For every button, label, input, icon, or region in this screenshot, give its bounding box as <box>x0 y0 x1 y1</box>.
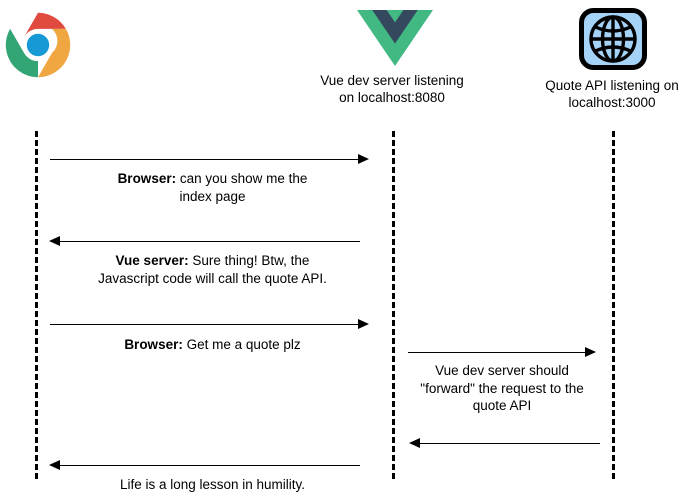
message-body-m1: can you show me the index page <box>179 171 308 204</box>
actor-label-vue-dev-server: Vue dev server listening on localhost:80… <box>320 73 464 105</box>
lifeline-vue-dev-server <box>392 131 395 479</box>
message-caption-m3: Browser: Get me a quote plz <box>55 336 370 354</box>
message-arrowhead-m1 <box>358 154 369 164</box>
message-sender-m1: Browser: <box>117 171 177 186</box>
message-arrowhead-m6 <box>49 460 60 470</box>
lifeline-quote-api <box>612 131 615 479</box>
message-caption-m4: Vue dev server should "forward" the requ… <box>420 363 584 413</box>
message-arrow-m4 <box>408 352 585 353</box>
message-caption-m6: Life is a long lesson in humility. <box>119 477 306 492</box>
message-arrowhead-m4 <box>585 347 596 357</box>
message-body-m2: Sure thing! Btw, the Javascript code wil… <box>98 253 327 286</box>
actor-label-quote-api: Quote API listening on localhost:3000 <box>545 78 679 110</box>
message-sender-m2: Vue server: <box>115 253 189 268</box>
lifeline-browser <box>35 131 38 479</box>
message-caption-m1: Browser: can you show me the index page <box>55 170 370 205</box>
vue-logo-icon <box>357 10 433 66</box>
message-arrowhead-m5 <box>409 438 420 448</box>
message-body-m3: Get me a quote plz <box>186 337 301 352</box>
message-caption-m2: Vue server: Sure thing! Btw, the Javascr… <box>40 252 385 287</box>
message-arrowhead-m3 <box>358 319 369 329</box>
message-arrow-m3 <box>50 324 358 325</box>
message-arrow-m5 <box>420 443 600 444</box>
globe-icon <box>578 8 648 70</box>
message-arrow-m6 <box>60 465 360 466</box>
message-arrowhead-m2 <box>49 236 60 246</box>
message-arrow-m1 <box>50 159 358 160</box>
chrome-logo-icon <box>3 10 73 80</box>
message-arrow-m2 <box>60 241 360 242</box>
message-sender-m3: Browser: <box>124 337 183 352</box>
